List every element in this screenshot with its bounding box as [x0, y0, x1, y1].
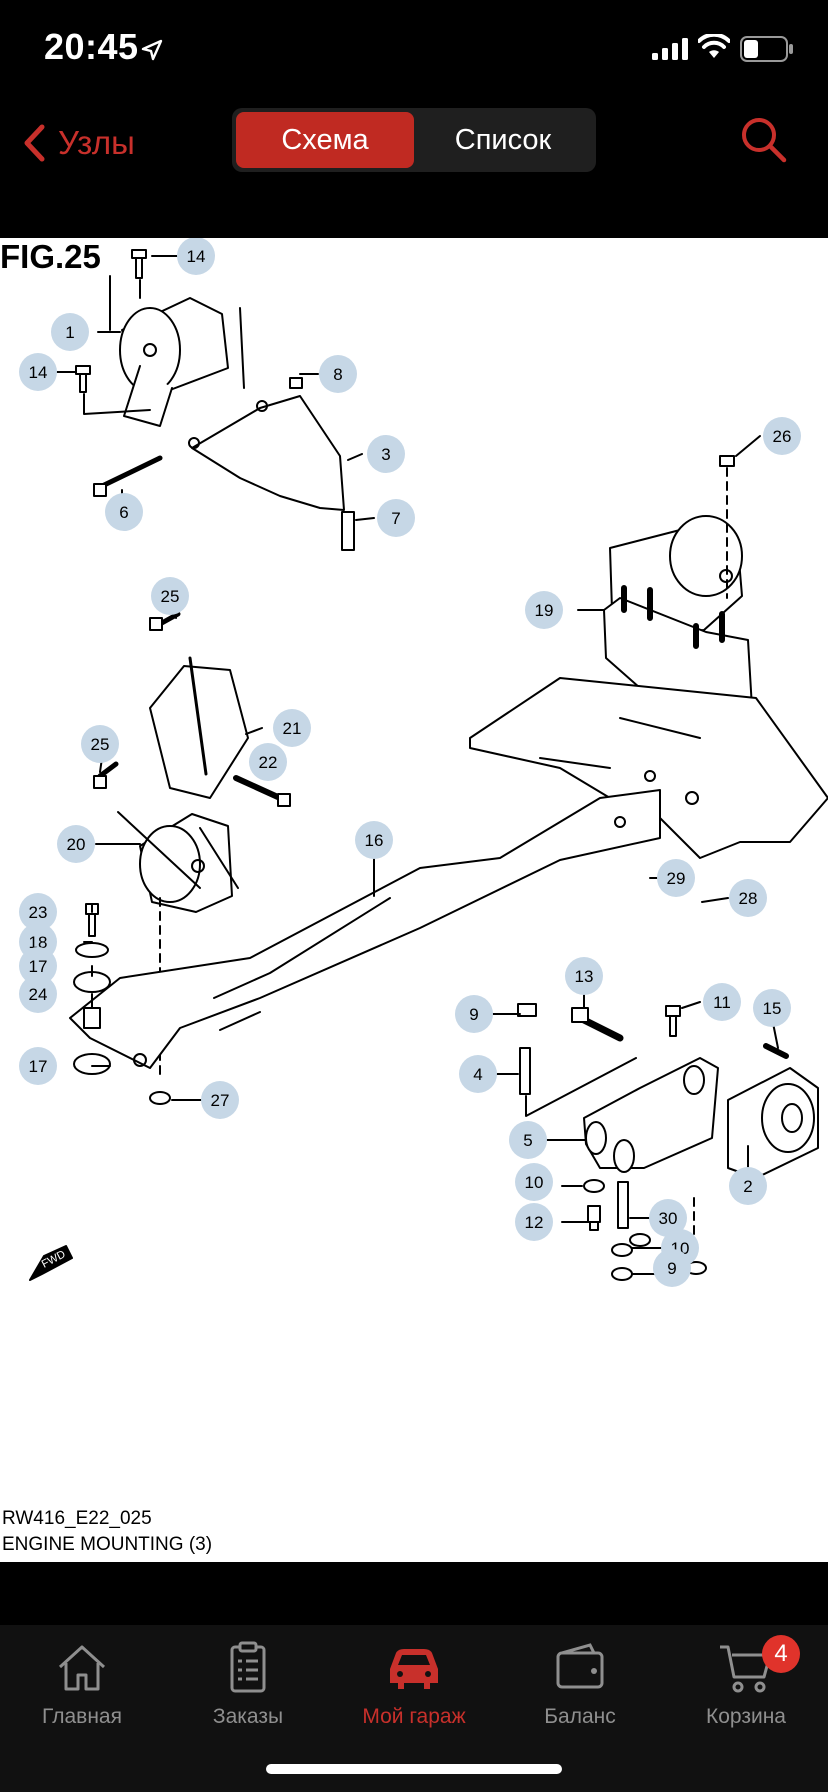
callout-5[interactable]: 5: [509, 1121, 547, 1159]
callout-14[interactable]: 14: [19, 353, 57, 391]
figure-code: RW416_E22_025: [2, 1508, 152, 1529]
callout-16[interactable]: 16: [355, 821, 393, 859]
callout-label: 25: [91, 735, 110, 754]
tab-cart[interactable]: 4 Корзина: [666, 1635, 826, 1749]
callout-label: 25: [161, 587, 180, 606]
callout-2[interactable]: 2: [729, 1167, 767, 1205]
battery-icon: [740, 36, 793, 62]
callout-label: 9: [469, 1005, 478, 1024]
callout-label: 29: [667, 869, 686, 888]
callout-label: 21: [283, 719, 302, 738]
callout-label: 16: [365, 831, 384, 850]
callout-27[interactable]: 27: [201, 1081, 239, 1119]
callout-label: 3: [381, 445, 390, 464]
callout-28[interactable]: 28: [729, 879, 767, 917]
callout-4[interactable]: 4: [459, 1055, 497, 1093]
chevron-left-icon: [24, 124, 45, 162]
callout-30[interactable]: 30: [649, 1199, 687, 1237]
callout-label: 17: [29, 1057, 48, 1076]
callout-label: 8: [333, 365, 342, 384]
callout-8[interactable]: 8: [319, 355, 357, 393]
callout-label: 27: [211, 1091, 230, 1110]
back-label: Узлы: [58, 124, 135, 161]
orders-icon: [230, 1641, 266, 1693]
callout-7[interactable]: 7: [377, 499, 415, 537]
parts-drawing: FWD 141148367261925212522201623181724292…: [19, 238, 828, 1287]
wifi-icon: [698, 34, 730, 58]
callout-label: 13: [575, 967, 594, 986]
callout-6[interactable]: 6: [105, 493, 143, 531]
callout-label: 11: [713, 993, 731, 1012]
car-icon: [390, 1649, 438, 1689]
callout-3[interactable]: 3: [367, 435, 405, 473]
status-bar: 20:45: [0, 0, 828, 100]
callout-21[interactable]: 21: [273, 709, 311, 747]
callout-label: 6: [119, 503, 128, 522]
home-icon: [58, 1645, 106, 1691]
callout-15[interactable]: 15: [753, 989, 791, 1027]
callout-label: 5: [523, 1131, 532, 1150]
callout-label: 12: [525, 1213, 544, 1232]
callout-label: 1: [65, 323, 74, 342]
navigation-bar: Узлы Схема Список: [0, 100, 828, 186]
callout-25[interactable]: 25: [81, 725, 119, 763]
callout-label: 19: [535, 601, 554, 620]
callout-24[interactable]: 24: [19, 975, 57, 1013]
callout-label: 17: [29, 957, 48, 976]
wallet-icon: [556, 1643, 604, 1689]
callout-23[interactable]: 23: [19, 893, 57, 931]
callout-label: 2: [743, 1177, 752, 1196]
status-time: 20:45: [44, 26, 139, 67]
callout-label: 9: [667, 1259, 676, 1278]
tab-balance[interactable]: Баланс: [500, 1639, 660, 1749]
callout-26[interactable]: 26: [763, 417, 801, 455]
callout-19[interactable]: 19: [525, 591, 563, 629]
location-arrow-icon: [141, 39, 163, 61]
callout-label: 10: [525, 1173, 544, 1192]
callout-17[interactable]: 17: [19, 1047, 57, 1085]
callout-label: 14: [187, 247, 206, 266]
callout-label: 18: [29, 933, 48, 952]
callout-label: 22: [259, 753, 278, 772]
callout-label: 20: [67, 835, 86, 854]
back-button[interactable]: Узлы: [22, 120, 135, 166]
callout-20[interactable]: 20: [57, 825, 95, 863]
callout-25[interactable]: 25: [151, 577, 189, 615]
callout-label: 14: [29, 363, 48, 382]
callout-22[interactable]: 22: [249, 743, 287, 781]
segment-scheme[interactable]: Схема: [236, 112, 414, 168]
callout-label: 15: [763, 999, 782, 1018]
callout-17[interactable]: 17: [19, 947, 57, 985]
cart-badge: 4: [762, 1635, 800, 1673]
callout-label: 23: [29, 903, 48, 922]
tab-home[interactable]: Главная: [2, 1639, 162, 1749]
segment-list[interactable]: Список: [454, 123, 552, 156]
search-icon[interactable]: [738, 114, 788, 164]
figure-title: FIG.25: [0, 238, 101, 275]
callout-11[interactable]: 11: [703, 983, 741, 1021]
callout-9[interactable]: 9: [653, 1249, 691, 1287]
callout-13[interactable]: 13: [565, 957, 603, 995]
callout-label: 7: [391, 509, 400, 528]
cellular-signal-icon: [652, 38, 688, 60]
callout-label: 26: [773, 427, 792, 446]
callout-label: 28: [739, 889, 758, 908]
callout-12[interactable]: 12: [515, 1203, 553, 1241]
callout-29[interactable]: 29: [657, 859, 695, 897]
callout-10[interactable]: 10: [515, 1163, 553, 1201]
callout-label: 30: [659, 1209, 678, 1228]
home-indicator: [266, 1764, 562, 1774]
callout-label: 24: [29, 985, 48, 1004]
tab-my-garage[interactable]: Мой гараж: [334, 1639, 494, 1749]
callout-label: 4: [473, 1065, 482, 1084]
figure-caption: ENGINE MOUNTING (3): [2, 1534, 213, 1555]
callout-9[interactable]: 9: [455, 995, 493, 1033]
tab-orders[interactable]: Заказы: [168, 1639, 328, 1749]
callout-14[interactable]: 14: [177, 238, 215, 275]
view-segmented-control: Схема Список: [232, 108, 596, 172]
callout-1[interactable]: 1: [51, 313, 89, 351]
